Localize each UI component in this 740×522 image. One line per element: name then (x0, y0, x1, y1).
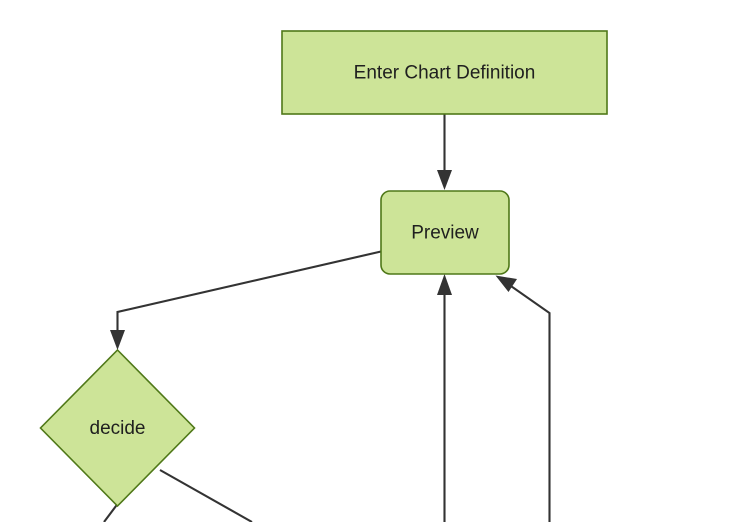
node-enter-chart-definition-shape[interactable] (281, 30, 608, 115)
edge-enter-to-preview (437, 114, 452, 190)
node-enter-chart-definition[interactable]: Enter Chart Definition (281, 30, 608, 115)
edge-enter-to-preview-arrowhead (437, 170, 452, 190)
node-preview[interactable]: Preview (380, 190, 510, 275)
edge-incoming-preview-diagonal-arrowhead (495, 275, 517, 292)
edge-preview-to-decide (110, 250, 382, 350)
edge-decide-bottom-out (103, 503, 119, 522)
node-enter-chart-definition-label: Enter Chart Definition (354, 63, 536, 84)
node-decide-shape[interactable] (39, 348, 196, 508)
edge-incoming-preview-vertical-arrowhead (437, 274, 452, 295)
edge-decide-right-out-line (159, 469, 253, 522)
node-decide-label: decide (90, 418, 146, 439)
edge-preview-to-decide-line (116, 250, 382, 337)
edge-incoming-preview-diagonal-line (507, 283, 551, 522)
node-preview-label: Preview (411, 223, 479, 244)
node-preview-shape[interactable] (380, 190, 510, 275)
edge-incoming-preview-diagonal (495, 275, 551, 522)
edge-preview-to-decide-arrowhead (110, 330, 125, 350)
node-decide[interactable]: decide (39, 348, 196, 508)
edge-decide-right-out (159, 469, 253, 522)
edge-decide-bottom-out-line (103, 503, 119, 522)
edge-incoming-preview-vertical (437, 274, 452, 522)
